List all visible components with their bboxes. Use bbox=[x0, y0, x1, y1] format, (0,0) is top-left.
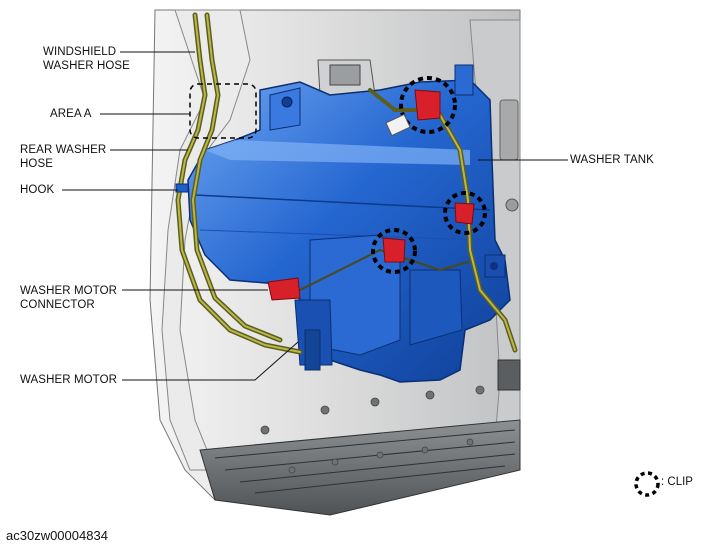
washer-tank bbox=[187, 64, 511, 383]
mounting-bracket bbox=[317, 59, 376, 96]
label-hook: HOOK bbox=[20, 184, 55, 196]
label-windshield-washer-hose-line1: WINDSHIELD bbox=[43, 46, 117, 58]
label-washer-motor-connector-line1: WASHER MOTOR bbox=[20, 285, 118, 297]
label-windshield-washer-hose: WINDSHIELD WASHER HOSE bbox=[43, 45, 130, 73]
label-windshield-washer-hose-line2: WASHER HOSE bbox=[43, 60, 130, 72]
clip-right bbox=[443, 191, 487, 235]
legend-clip-text: : CLIP bbox=[661, 476, 693, 488]
washer-hoses bbox=[175, 12, 518, 355]
label-washer-motor-connector: WASHER MOTOR CONNECTOR bbox=[20, 284, 117, 312]
label-rear-washer-hose-line1: REAR WASHER bbox=[20, 144, 107, 156]
label-rear-washer-hose: REAR WASHER HOSE bbox=[20, 143, 106, 171]
hook-part bbox=[175, 183, 189, 193]
leader-lines bbox=[62, 51, 568, 381]
dotted-circle-icon bbox=[634, 471, 660, 497]
clip-top bbox=[385, 76, 457, 137]
label-area-a: AREA A bbox=[50, 108, 92, 120]
figure-id: ac30zw00004834 bbox=[6, 528, 108, 543]
label-rear-washer-hose-line2: HOSE bbox=[20, 158, 53, 170]
label-washer-motor: WASHER MOTOR bbox=[20, 374, 118, 386]
clip-center bbox=[371, 228, 417, 274]
washer-motor-connector-part bbox=[267, 277, 301, 301]
label-washer-tank: WASHER TANK bbox=[570, 154, 654, 166]
area-a-box bbox=[189, 83, 257, 139]
label-washer-motor-connector-line2: CONNECTOR bbox=[20, 299, 95, 311]
